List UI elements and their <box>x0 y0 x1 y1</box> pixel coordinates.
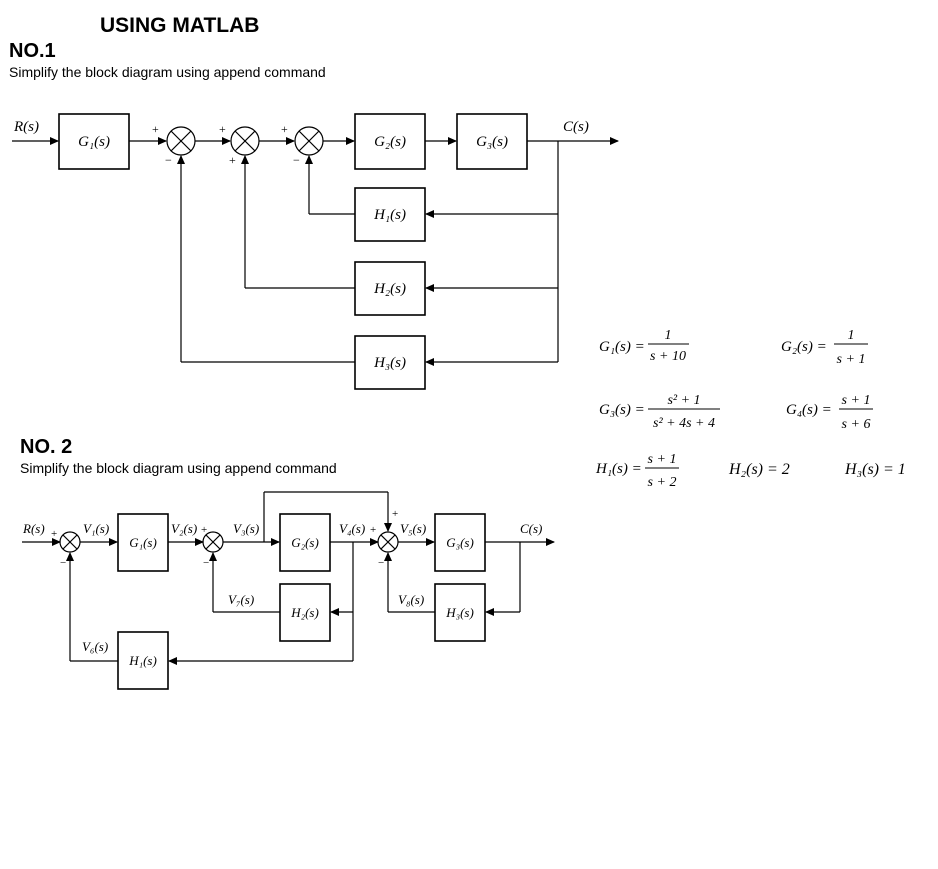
svg-text:G₄(s) =: G₄(s) = <box>786 402 832 418</box>
p2-input-label: R(s) <box>22 521 45 536</box>
tf-h2: H₂(s) = 2 <box>728 461 790 478</box>
p2-h3-label: H₃(s) <box>445 605 474 620</box>
p2-signal-v5: V₅(s) <box>400 521 426 536</box>
problem2-instruction: Simplify the block diagram using append … <box>20 460 337 476</box>
p2-sign-4: − <box>203 557 209 569</box>
svg-text:s + 6: s + 6 <box>842 417 871 432</box>
tf-h1: H₁(s) = s + 1 s + 2 <box>595 452 679 490</box>
p1-sign-3: + <box>219 122 226 136</box>
p1-sign-2: − <box>165 153 172 167</box>
p2-g2-label: G₂(s) <box>291 535 319 550</box>
p1-g2-label: G₂(s) <box>374 134 406 150</box>
p2-summing-junction-1 <box>59 531 81 553</box>
svg-text:s + 1: s + 1 <box>837 352 866 367</box>
p1-input-label: R(s) <box>13 119 39 135</box>
svg-text:H₁(s) =: H₁(s) = <box>595 461 642 477</box>
p2-g1-label: G₁(s) <box>129 535 157 550</box>
p1-h2-label: H₂(s) <box>373 281 406 297</box>
p1-sign-4: + <box>229 153 236 167</box>
p1-summing-junction-2 <box>230 126 260 156</box>
svg-text:G₁(s) =: G₁(s) = <box>599 339 645 355</box>
p2-signal-v6: V₆(s) <box>82 639 108 654</box>
svg-text:s² + 4s + 4: s² + 4s + 4 <box>653 416 715 431</box>
p1-sign-1: + <box>152 122 159 136</box>
p2-sign-3: + <box>201 524 207 536</box>
p2-sign-7: − <box>378 557 384 569</box>
tf-g1: G₁(s) = 1 s + 10 <box>599 328 689 364</box>
p1-summing-junction-1 <box>166 126 196 156</box>
svg-text:s + 1: s + 1 <box>648 452 677 467</box>
svg-text:1: 1 <box>848 328 855 343</box>
page-title: USING MATLAB <box>100 14 260 37</box>
p2-signal-v8: V₈(s) <box>398 592 424 607</box>
svg-text:s + 10: s + 10 <box>650 349 686 364</box>
tf-g2: G₂(s) = 1 s + 1 <box>781 328 868 367</box>
p2-h1-label: H₁(s) <box>128 653 157 668</box>
tf-g3: G₃(s) = s² + 1 s² + 4s + 4 <box>599 393 720 431</box>
svg-text:s² + 1: s² + 1 <box>667 393 700 408</box>
problem2-heading: NO. 2 <box>20 436 73 458</box>
p2-sign-2: − <box>60 557 66 569</box>
p1-h3-label: H₃(s) <box>373 355 406 371</box>
tf-g4: G₄(s) = s + 1 s + 6 <box>786 393 873 432</box>
p1-sign-6: − <box>293 153 300 167</box>
p1-output-label: C(s) <box>563 119 589 135</box>
p1-g1-label: G₁(s) <box>78 134 110 150</box>
p2-sign-1: + <box>51 528 57 540</box>
p2-signal-v2: V₂(s) <box>171 521 197 536</box>
p2-sign-6: + <box>370 524 376 536</box>
p2-signal-v4: V₄(s) <box>339 521 365 536</box>
p2-h2-label: H₂(s) <box>290 605 319 620</box>
p2-signal-v1: V₁(s) <box>83 521 109 536</box>
problem1-instruction: Simplify the block diagram using append … <box>9 64 326 80</box>
p2-sign-5: + <box>392 508 398 520</box>
problem1-diagram <box>12 113 619 390</box>
svg-text:G₂(s) =: G₂(s) = <box>781 339 827 355</box>
p2-summing-junction-3 <box>377 531 399 553</box>
p2-signal-v7: V₇(s) <box>228 592 254 607</box>
svg-text:s + 2: s + 2 <box>648 475 677 490</box>
problem2-diagram <box>22 491 555 690</box>
p1-sign-5: + <box>281 122 288 136</box>
p1-h1-label: H₁(s) <box>373 207 406 223</box>
svg-text:G₃(s) =: G₃(s) = <box>599 402 645 418</box>
p1-g3-label: G₃(s) <box>476 134 508 150</box>
svg-text:s + 1: s + 1 <box>842 393 871 408</box>
p2-signal-v3: V₃(s) <box>233 521 259 536</box>
p1-summing-junction-3 <box>294 126 324 156</box>
p2-output-label: C(s) <box>520 521 542 536</box>
p2-g3-label: G₃(s) <box>446 535 474 550</box>
tf-h3: H₃(s) = 1 <box>844 461 906 478</box>
svg-text:1: 1 <box>665 328 672 343</box>
problem1-heading: NO.1 <box>9 40 56 62</box>
